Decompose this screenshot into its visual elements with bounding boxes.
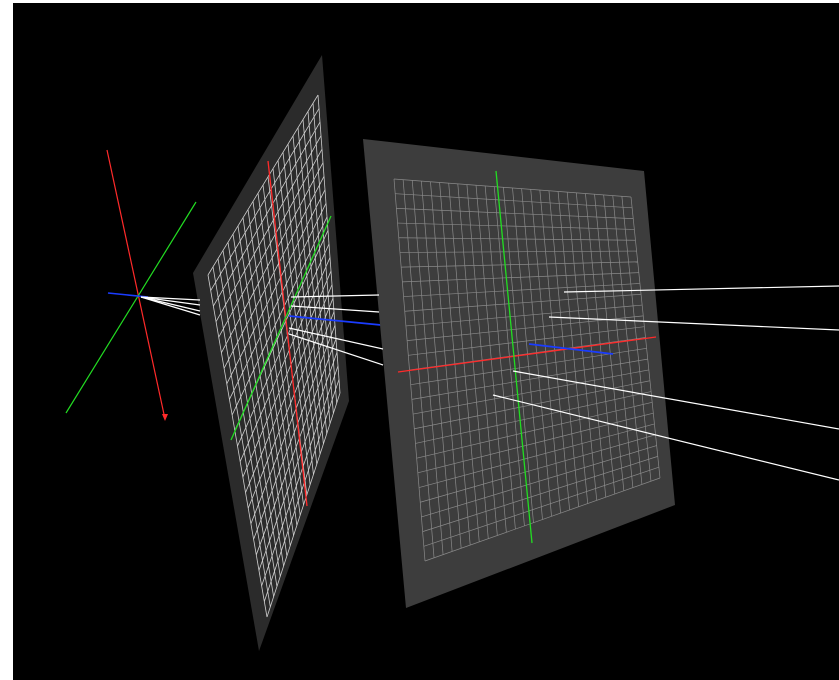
near-grid-col-line <box>287 144 321 455</box>
near-image-plane <box>193 55 382 651</box>
ray-near-far-4 <box>288 333 384 366</box>
3d-viewport[interactable] <box>13 3 839 680</box>
far-grid-row-line <box>415 391 652 444</box>
near-axis-y <box>230 215 332 441</box>
origin-axis-x-tip <box>162 414 168 421</box>
far-plane-border <box>363 139 675 608</box>
far-grid-row-line <box>423 466 659 547</box>
ray-near-far-1 <box>290 294 380 298</box>
far-grid-col-line <box>630 196 661 479</box>
near-grid-row-line <box>261 365 339 587</box>
origin-axis-x <box>106 149 166 420</box>
far-grid-row-line <box>416 402 653 459</box>
ray-origin-near-3 <box>140 296 201 312</box>
far-grid-row-line <box>421 445 657 518</box>
near-grid-col-line <box>282 152 318 465</box>
far-grid-row-line <box>411 358 648 400</box>
near-grid-row-line <box>253 325 336 540</box>
near-grid-col-line <box>317 94 341 394</box>
ray-near-far-2 <box>290 305 380 313</box>
far-grid-row-line <box>410 347 647 386</box>
far-axis-z <box>528 343 614 355</box>
ray-far-3 <box>512 370 839 430</box>
ray-origin-near-1 <box>140 296 201 301</box>
far-grid-col-line <box>612 195 643 485</box>
scene-canvas[interactable] <box>13 3 839 680</box>
origin-axis-z <box>107 292 149 298</box>
near-grid-col-line <box>272 168 311 485</box>
far-grid-row-line <box>424 477 661 562</box>
near-plane-grid <box>207 94 341 618</box>
far-grid-col-line <box>512 187 543 520</box>
far-grid-col-line <box>575 192 607 498</box>
ray-far-4 <box>492 394 839 481</box>
far-grid-col-line <box>530 189 561 514</box>
far-axis-x <box>397 336 657 373</box>
near-grid-col-line <box>262 184 304 506</box>
near-grid-col-line <box>307 111 334 414</box>
far-grid-col-line <box>621 196 652 482</box>
near-grid-row-line <box>242 270 332 478</box>
far-grid-col-line <box>603 194 634 488</box>
far-grid-row-line <box>413 369 649 415</box>
far-image-plane <box>363 139 675 608</box>
near-grid-row-line <box>266 392 341 618</box>
projection-rays <box>140 285 839 481</box>
far-grid-col-line <box>557 191 589 504</box>
far-grid-col-line <box>594 194 625 491</box>
near-grid-col-line <box>297 127 328 434</box>
far-axis-y <box>495 170 533 544</box>
far-grid-row-line <box>417 412 654 474</box>
near-grid-col-line <box>302 119 331 424</box>
far-grid-col-line <box>585 193 616 494</box>
camera-origin-axes <box>65 149 197 421</box>
near-grid-col-line <box>292 135 324 444</box>
far-grid-col-line <box>539 190 570 510</box>
ray-origin-near-2 <box>140 296 201 306</box>
near-axis-x <box>267 160 308 507</box>
ray-far-2 <box>548 316 839 331</box>
near-grid-row-line <box>263 379 340 602</box>
near-grid-row-line <box>258 352 338 571</box>
ray-far-1 <box>563 285 839 293</box>
ray-near-far-3 <box>288 327 384 350</box>
near-grid-row-line <box>255 338 337 555</box>
far-grid-row-line <box>418 423 655 488</box>
origin-axis-y <box>65 201 197 414</box>
near-grid-row-line <box>250 311 335 524</box>
near-grid-row-line <box>239 257 331 462</box>
near-axis-z <box>288 315 382 326</box>
far-grid-col-line <box>521 188 552 517</box>
near-grid-col-line <box>312 103 338 404</box>
far-grid-row-line <box>422 456 658 532</box>
far-grid-col-line <box>566 192 598 501</box>
near-grid-row-line <box>247 298 334 509</box>
ray-origin-near-4 <box>140 296 201 316</box>
far-grid-row-line <box>420 434 656 503</box>
